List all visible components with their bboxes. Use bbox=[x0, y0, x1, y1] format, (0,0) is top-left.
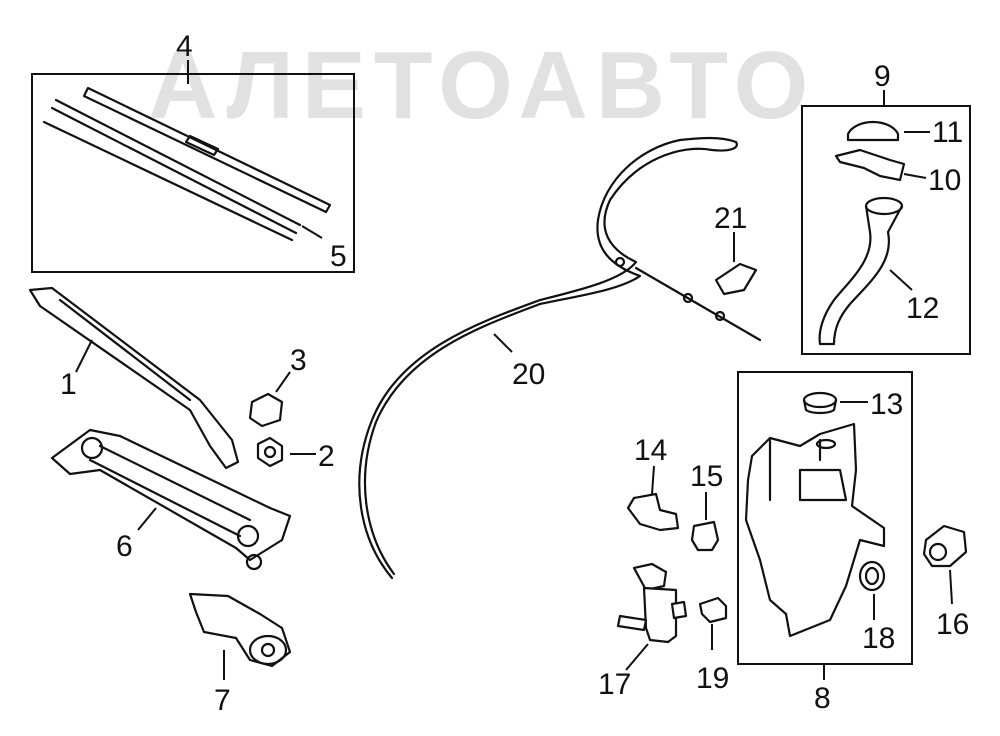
filler-bracket bbox=[834, 148, 906, 182]
leader-20 bbox=[493, 333, 513, 353]
pump-grommet bbox=[698, 596, 728, 624]
callout-1: 1 bbox=[60, 368, 77, 401]
leader-1 bbox=[75, 339, 93, 373]
callout-4: 4 bbox=[176, 30, 193, 63]
sensor-grommet bbox=[690, 520, 720, 552]
callout-16: 16 bbox=[936, 608, 969, 641]
washer-hose bbox=[358, 136, 762, 580]
callout-20: 20 bbox=[512, 358, 545, 391]
leader-3 bbox=[275, 371, 291, 393]
callout-6: 6 bbox=[116, 530, 133, 563]
reservoir-cap bbox=[846, 121, 900, 142]
callout-21: 21 bbox=[714, 202, 747, 235]
hose-clip bbox=[714, 262, 758, 296]
pump-seal bbox=[858, 560, 886, 592]
washer-reservoir-tank bbox=[744, 422, 886, 638]
leader-14 bbox=[651, 465, 655, 495]
leader-12 bbox=[889, 269, 913, 291]
callout-17: 17 bbox=[598, 668, 631, 701]
callout-11: 11 bbox=[932, 116, 963, 149]
pivot-cap bbox=[248, 392, 284, 428]
callout-3: 3 bbox=[290, 344, 307, 377]
watermark-logo: АЛЕТОАВТО bbox=[148, 32, 816, 139]
callout-15: 15 bbox=[690, 460, 723, 493]
callout-10: 10 bbox=[928, 164, 961, 197]
nozzle-connector bbox=[922, 524, 968, 568]
callout-13: 13 bbox=[870, 388, 903, 421]
leader-5 bbox=[301, 225, 323, 239]
leader-16 bbox=[949, 569, 953, 605]
filler-group-frame bbox=[801, 105, 971, 355]
filler-neck bbox=[818, 196, 904, 346]
level-sensor bbox=[626, 492, 680, 532]
leader-10 bbox=[903, 173, 927, 179]
callout-5: 5 bbox=[330, 240, 347, 273]
pivot-nut bbox=[256, 436, 284, 468]
leader-6 bbox=[137, 507, 157, 531]
callout-2: 2 bbox=[318, 440, 335, 473]
callout-8: 8 bbox=[814, 682, 831, 715]
washer-pump bbox=[616, 562, 688, 644]
callout-19: 19 bbox=[696, 662, 729, 695]
wiper-arm bbox=[28, 286, 240, 470]
callout-9: 9 bbox=[874, 60, 891, 93]
wiper-linkage bbox=[50, 428, 292, 571]
callout-12: 12 bbox=[906, 292, 939, 325]
wiper-blade-assembly bbox=[42, 86, 332, 242]
leader-17 bbox=[625, 643, 649, 671]
callout-7: 7 bbox=[214, 684, 231, 717]
reservoir-grommet bbox=[802, 391, 838, 415]
wiper-motor bbox=[188, 592, 292, 668]
callout-18: 18 bbox=[862, 622, 895, 655]
callout-14: 14 bbox=[634, 434, 667, 467]
blade-group-frame bbox=[31, 73, 355, 273]
